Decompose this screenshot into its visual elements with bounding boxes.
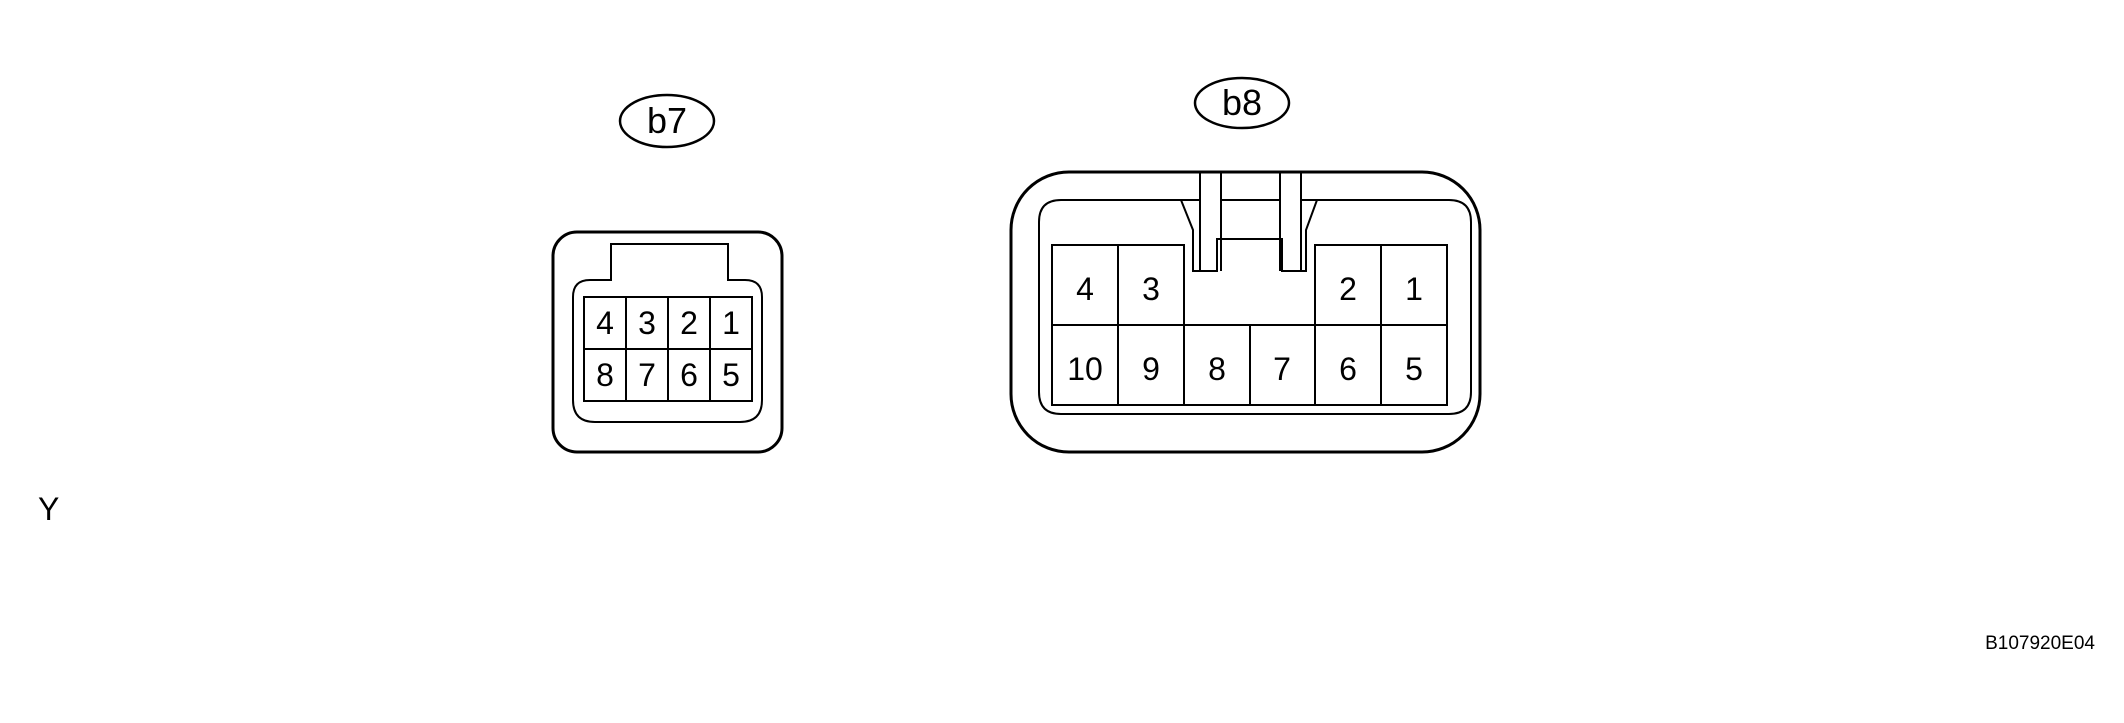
connector-b8-pin: 10 — [1067, 351, 1103, 387]
connector-b7-label-oval — [618, 93, 716, 149]
connector-b7-label: b7 — [647, 100, 687, 141]
connector-b8: b8 4 3 — [1009, 76, 1482, 454]
connector-b8-pin: 4 — [1076, 271, 1094, 307]
connector-b7-pin: 4 — [596, 305, 614, 341]
side-label: Y — [38, 491, 59, 527]
connector-b8-pin: 8 — [1208, 351, 1226, 387]
connector-b7-inner-housing — [572, 243, 763, 423]
connector-b7-pin-grid — [583, 296, 753, 402]
connector-b7-pin: 3 — [638, 305, 656, 341]
connector-b7-pin: 2 — [680, 305, 698, 341]
connector-b7: b7 4 3 2 1 8 7 6 5 — [551, 93, 784, 454]
connector-b8-pin: 9 — [1142, 351, 1160, 387]
connector-b8-inner-housing — [1038, 171, 1472, 415]
connector-b7-pin: 7 — [638, 357, 656, 393]
connector-b8-pin: 3 — [1142, 271, 1160, 307]
connector-b7-outer-housing — [551, 230, 784, 454]
connector-b8-pin: 1 — [1405, 271, 1423, 307]
connector-b8-pin: 7 — [1273, 351, 1291, 387]
figure-code: B107920E04 — [1985, 633, 2095, 654]
connector-b8-pin-grid — [1051, 244, 1448, 406]
connector-b7-pin: 1 — [722, 305, 740, 341]
connector-b8-pin: 2 — [1339, 271, 1357, 307]
connector-b7-pin: 8 — [596, 357, 614, 393]
connector-b7-pin: 6 — [680, 357, 698, 393]
connector-b8-label-oval — [1193, 76, 1291, 130]
connector-b8-pin: 5 — [1405, 351, 1423, 387]
connector-b8-label: b8 — [1222, 82, 1262, 123]
connector-b8-outer-housing — [1009, 170, 1482, 454]
connector-b8-key-notch — [1180, 199, 1318, 272]
connector-b8-pin: 6 — [1339, 351, 1357, 387]
connector-b7-pin: 5 — [722, 357, 740, 393]
